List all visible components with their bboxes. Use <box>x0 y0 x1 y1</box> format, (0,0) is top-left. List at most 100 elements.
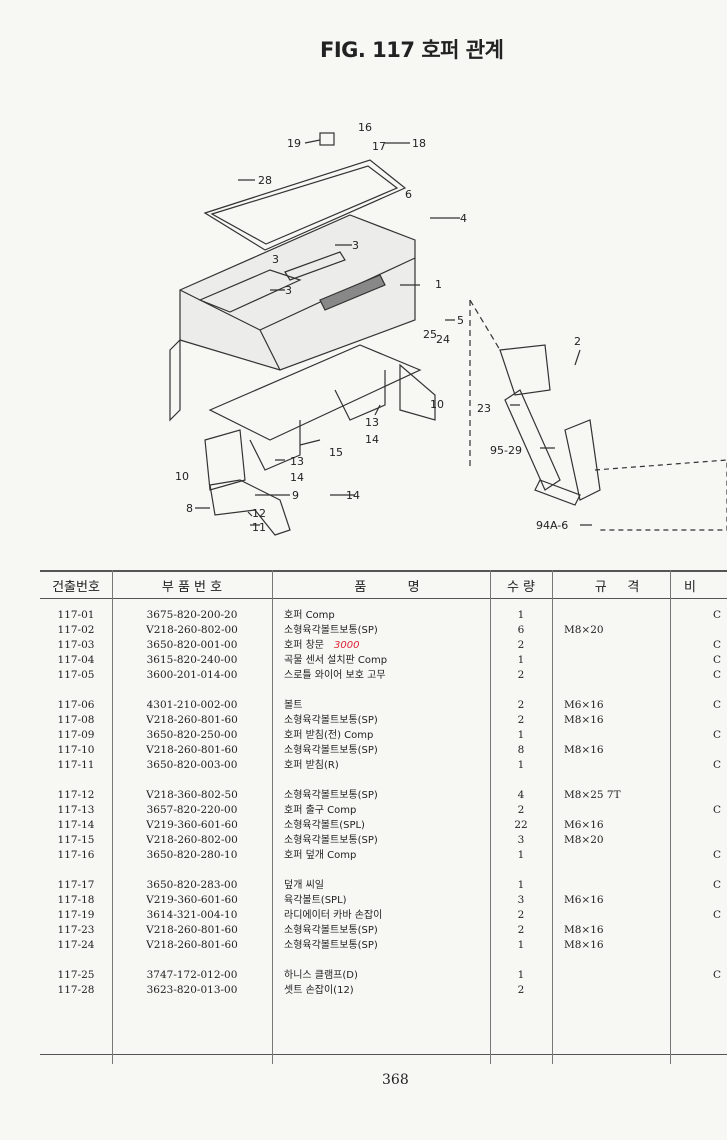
callout-label: 12 <box>252 507 266 520</box>
cell-note <box>670 983 727 998</box>
cell-part: 3623-820-013-00 <box>146 984 238 996</box>
cell-qty: 2 <box>517 669 525 681</box>
cell-no: 117-05 <box>57 669 95 681</box>
cell-no: 117-19 <box>57 909 95 921</box>
cell-part: 3657-820-220-00 <box>146 804 238 816</box>
cell-no: 117-11 <box>57 759 95 771</box>
callout-label: 10 <box>430 398 444 411</box>
callout-label: 4 <box>460 212 467 225</box>
cell-note <box>670 833 727 848</box>
callout-label: 14 <box>290 471 304 484</box>
cell-no: 117-02 <box>57 624 95 636</box>
cell-spec <box>552 638 670 653</box>
hopper-support-r <box>209 479 291 536</box>
cell-spec <box>552 758 670 773</box>
callout-label: 16 <box>358 121 372 134</box>
cell-spec <box>552 803 670 818</box>
cell-spec <box>552 908 670 923</box>
callout-label: 3 <box>285 284 292 297</box>
cell-name: 소형육각볼트보통(SP) <box>284 745 378 756</box>
callout-label: 18 <box>412 137 426 150</box>
cell-spec <box>552 728 670 743</box>
header-spec: 규 격 <box>594 579 640 595</box>
cell-no: 117-10 <box>57 744 95 756</box>
cell-note: C <box>712 969 721 981</box>
hopper-lid <box>203 159 407 251</box>
cell-no: 117-13 <box>57 804 95 816</box>
cell-name: 라디에이터 카바 손잡이 <box>284 910 383 921</box>
cell-note: C <box>712 609 721 621</box>
cell-name: 소형육각볼트보통(SP) <box>284 790 378 801</box>
callout-label: 95-29 <box>490 444 522 457</box>
handwritten-annotation: 3000 <box>333 640 360 651</box>
cell-qty: 2 <box>517 909 525 921</box>
cell-no: 117-16 <box>57 849 95 861</box>
cell-note <box>670 743 727 758</box>
table-top-rule <box>40 570 727 572</box>
callout-label: 14 <box>346 489 360 502</box>
header-remarks: 비 <box>684 579 696 595</box>
callout-label: 24 <box>436 333 450 346</box>
cell-note: C <box>712 759 721 771</box>
cell-spec <box>552 668 670 683</box>
callout-label: 8 <box>186 502 193 515</box>
cell-note <box>670 923 727 938</box>
cell-no: 117-12 <box>57 789 95 801</box>
cell-name: 곡물 센서 설치판 Comp <box>284 655 388 666</box>
callout-label: 9 <box>292 489 299 502</box>
cell-name: 소형육각볼트보통(SP) <box>284 940 378 951</box>
cell-no: 117-06 <box>57 699 95 711</box>
callout-label: 13 <box>290 455 304 468</box>
cell-note <box>670 623 727 638</box>
cell-part: 3650-820-280-10 <box>146 849 238 861</box>
header-quantity: 수 량 <box>506 579 536 595</box>
cell-name: 볼트 <box>284 700 303 711</box>
cell-note: C <box>712 654 721 666</box>
cell-note: C <box>712 909 721 921</box>
header-rule <box>40 598 727 599</box>
group-spacer <box>40 683 727 698</box>
cell-note: C <box>712 639 721 651</box>
cell-part: 3650-820-250-00 <box>146 729 238 741</box>
cell-qty: 2 <box>517 699 525 711</box>
cell-note: C <box>712 669 721 681</box>
lid-handle <box>319 132 335 146</box>
callout-label: 94A-6 <box>536 519 568 532</box>
callout-label: 23 <box>477 402 491 415</box>
cell-name: 호퍼 출구 Comp <box>284 805 357 816</box>
cell-qty: 2 <box>517 804 525 816</box>
cell-name: 호퍼 받침(R) <box>284 760 339 771</box>
cell-part: 3650-820-283-00 <box>146 879 238 891</box>
cell-name: 소형육각볼트보통(SP) <box>284 835 378 846</box>
exploded-parts-diagram: 16 19 17 18 28 6 4 3 3 3 1 5 25 24 2 10 … <box>169 121 727 536</box>
group-spacer <box>40 953 727 968</box>
cell-no: 117-28 <box>57 984 95 996</box>
callout-label: 14 <box>365 433 379 446</box>
cell-spec: M8×16 <box>564 939 604 951</box>
cell-part: V218-260-801-60 <box>146 744 238 756</box>
cell-qty: 2 <box>517 924 525 936</box>
cell-no: 117-08 <box>57 714 95 726</box>
cell-qty: 1 <box>517 609 525 621</box>
header-index-no: 건출번호 <box>52 579 100 595</box>
cell-spec: M6×16 <box>564 699 604 711</box>
cell-spec: M6×16 <box>564 894 604 906</box>
cell-qty: 1 <box>517 939 525 951</box>
cell-qty: 1 <box>517 879 525 891</box>
cell-no: 117-03 <box>57 639 95 651</box>
cell-note <box>670 713 727 728</box>
cell-spec: M8×25 7T <box>564 789 621 801</box>
cell-spec <box>552 968 670 983</box>
cell-no: 117-15 <box>57 834 95 846</box>
